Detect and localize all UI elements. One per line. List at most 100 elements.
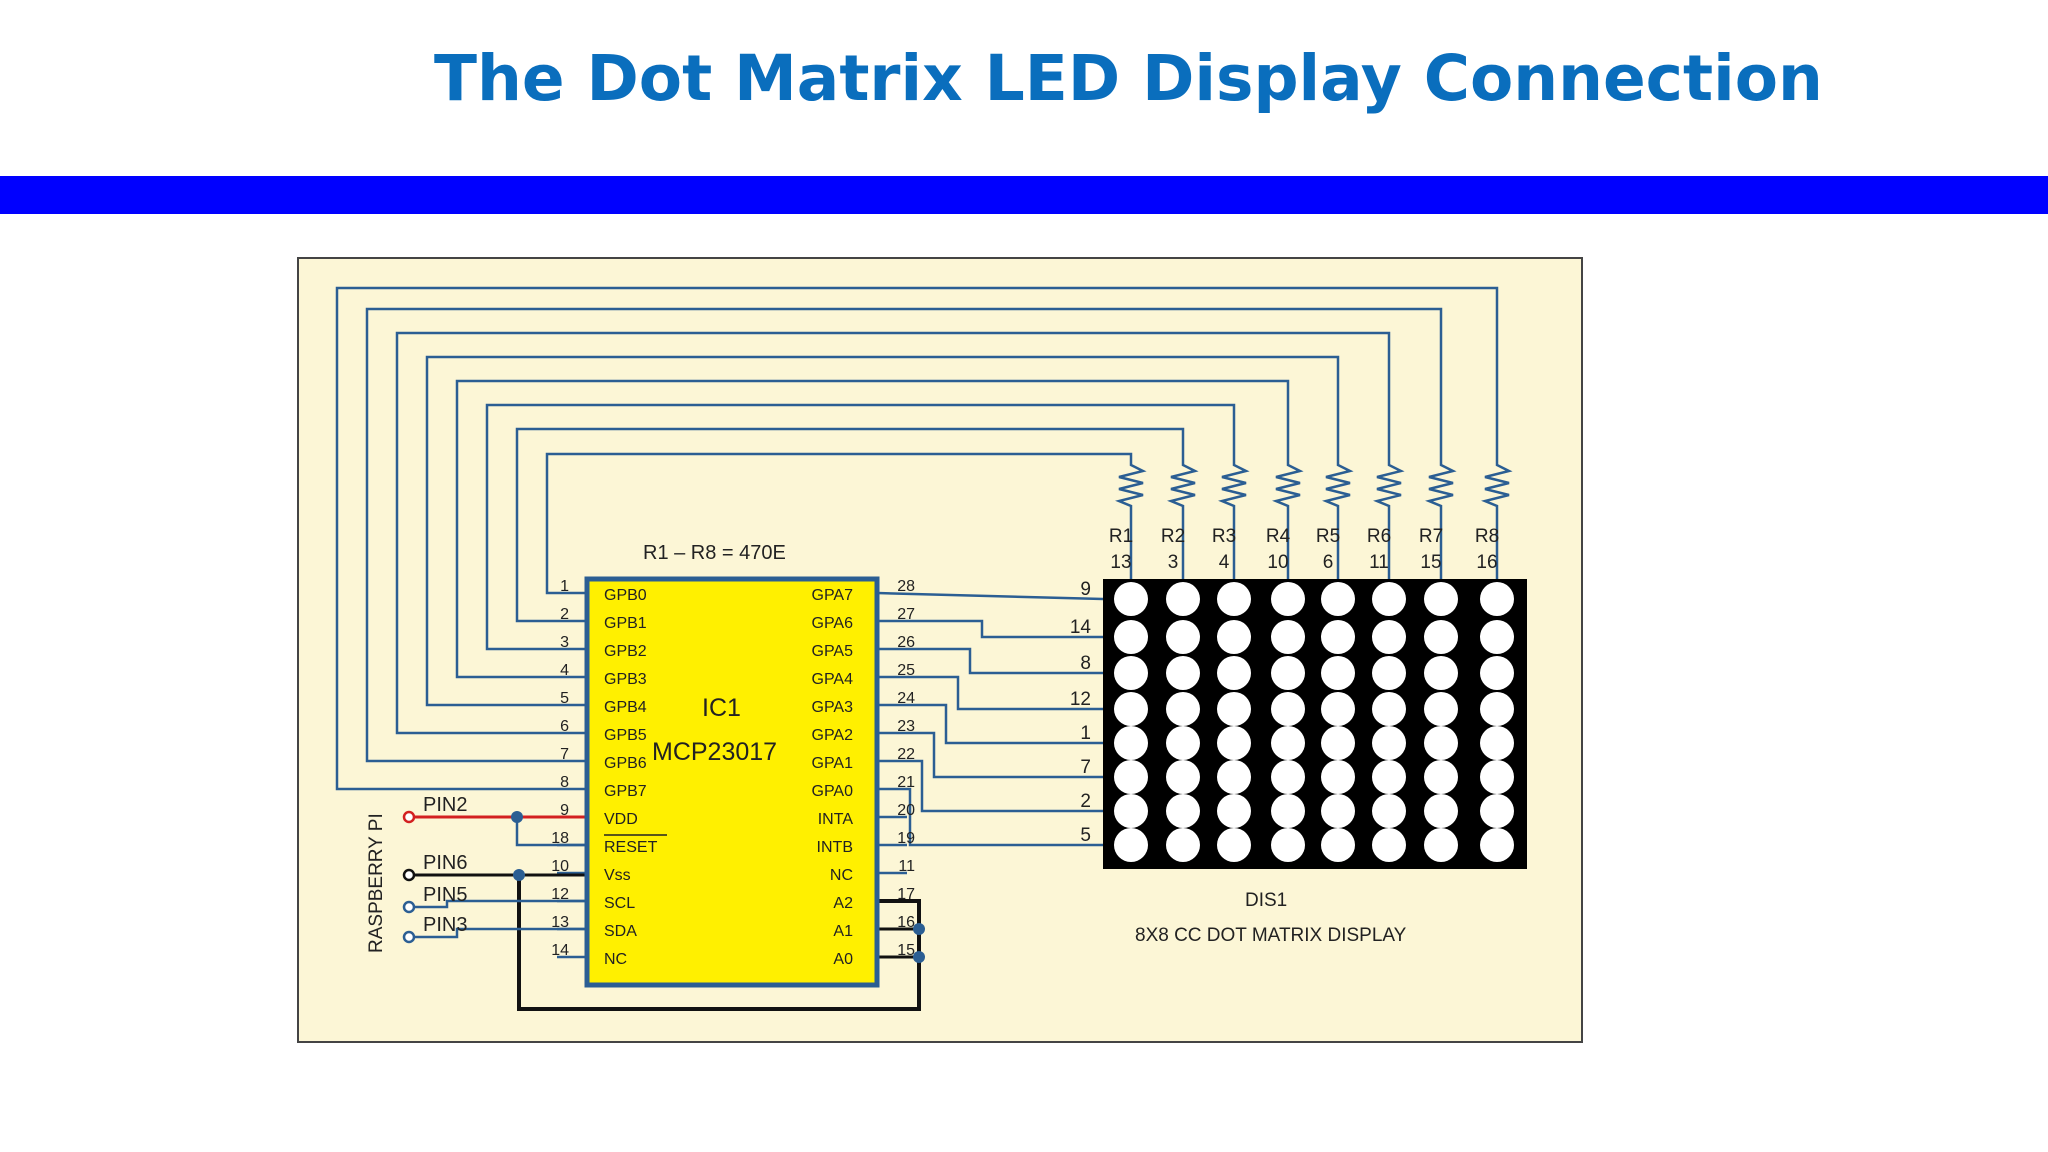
ic-pin-number: 20 [897,802,915,819]
ic-pin-name: GPA2 [812,727,854,744]
led-dot [1114,760,1148,794]
led-dot [1480,656,1514,690]
display-row-pin: 12 [1070,689,1091,710]
led-dot [1166,582,1200,616]
ic-pin-number: 22 [897,746,915,763]
resistor-label: R1 [1109,526,1133,547]
ic-pin-name: GPA1 [812,755,854,772]
resistor-label: R4 [1266,526,1291,547]
resistor-r4 [1272,457,1304,579]
ic-pin-number: 12 [551,886,569,903]
title-divider-bar [0,176,2048,214]
led-dot [1271,828,1305,862]
led-dot [1424,656,1458,690]
led-dot [1271,656,1305,690]
pi-pin-label: PIN6 [423,852,467,874]
resistor-pin: 6 [1323,552,1334,573]
gpb-wire [335,286,1499,791]
ic-pin-number: 11 [898,858,915,875]
led-dot [1480,794,1514,828]
ic-pin-number: 24 [897,690,915,707]
led-dot [1271,692,1305,726]
led-dot [1480,828,1514,862]
ic-pin-number: 28 [897,578,915,595]
wires [335,286,1499,1011]
led-dot [1321,760,1355,794]
resistor-pin: 13 [1110,552,1131,573]
ic-pin-name: INTA [818,811,854,828]
display-row-pin: 7 [1080,757,1091,778]
resistor-pin: 16 [1476,552,1497,573]
ic-pin-number: 10 [551,858,569,875]
resistor-label: R2 [1161,526,1185,547]
led-dot [1114,726,1148,760]
resistor-spec: R1 – R8 = 470E [643,542,786,564]
ic-pin-number: 4 [560,662,569,679]
resistor-pin: 11 [1369,552,1389,573]
resistor-array [1115,457,1513,579]
ic-pin-number: 25 [897,662,915,679]
ic-chip-body [584,576,880,988]
ic-pin-name: SCL [604,895,635,912]
led-dot [1166,794,1200,828]
resistor-label: R5 [1316,526,1340,547]
resistor-r8 [1481,457,1513,579]
led-dot [1372,794,1406,828]
pi-pin-terminal [402,810,416,824]
resistor-pin: 4 [1219,552,1230,573]
led-dot [1271,620,1305,654]
resistor-r3 [1218,457,1250,579]
led-dot [1217,794,1251,828]
ic-pin-number: 19 [897,830,915,847]
led-dot [1321,726,1355,760]
ic-pin-name: GPA7 [812,587,854,604]
led-dot [1114,828,1148,862]
led-dot [1321,656,1355,690]
resistor-label: R3 [1212,526,1236,547]
resistor-pin: 10 [1267,552,1288,573]
led-dot [1217,656,1251,690]
led-dot [1217,760,1251,794]
ic-pin-name: INTB [817,839,853,856]
ic-pin-number: 6 [560,718,569,735]
ic-pin-name: Vss [604,867,631,884]
ic-pin-name: VDD [604,811,638,828]
resistor-label: R6 [1367,526,1391,547]
display-row-pin: 2 [1080,791,1091,812]
ic-pin-number: 3 [560,634,569,651]
ic-pin-number: 15 [897,942,915,959]
resistor-label: R7 [1419,526,1443,547]
ic-reference: IC1 [702,694,741,722]
pi-pin-label: PIN5 [423,884,467,906]
pi-pin-terminal [402,900,416,914]
led-dots [1114,582,1514,862]
ic-pin-name: GPA3 [812,699,854,716]
led-dot [1114,692,1148,726]
ground-bus [517,873,921,1011]
ic-pin-name: GPB0 [604,587,647,604]
ic-pin-name: NC [604,951,627,968]
ic-pin-name: A1 [833,923,853,940]
gpa-wire [877,675,1103,711]
led-dot [1480,760,1514,794]
gpb-wire [545,452,1133,595]
led-dot [1424,828,1458,862]
led-dot [1217,726,1251,760]
ic-pin-name: GPB2 [604,643,647,660]
led-dot [1271,582,1305,616]
ic-pin-number: 27 [897,606,915,623]
led-dot [1114,620,1148,654]
led-dot [1480,692,1514,726]
ic-part-number: MCP23017 [652,738,777,766]
ic-pin-number: 13 [551,914,569,931]
ic-pin-name: GPB4 [604,699,647,716]
led-dot [1424,794,1458,828]
gpb-wire [455,379,1290,679]
a0-junction [913,951,925,963]
ic-pin-name: NC [830,867,853,884]
resistor-pin: 3 [1168,552,1179,573]
led-dot [1271,794,1305,828]
resistor-r1 [1115,457,1147,579]
